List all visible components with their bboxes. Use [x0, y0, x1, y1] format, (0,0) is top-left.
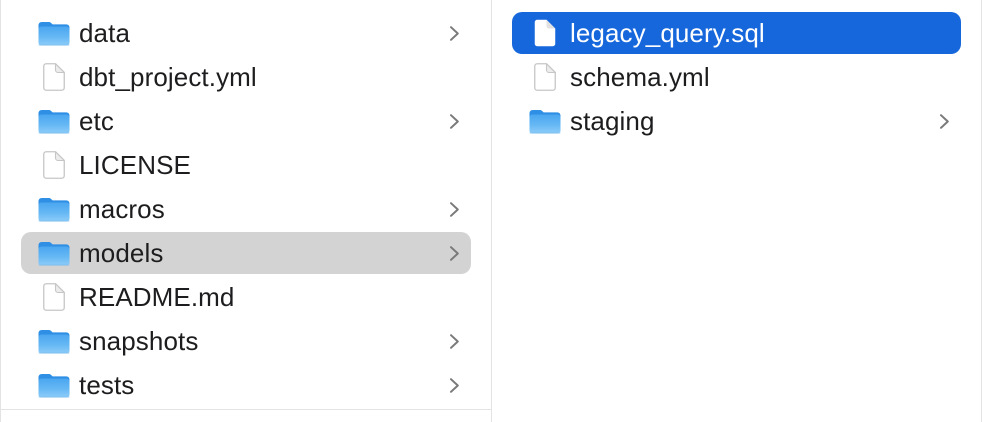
- finder-column-left: data dbt_project.yml: [1, 0, 491, 422]
- folder-icon: [37, 328, 71, 355]
- item-label: models: [79, 238, 164, 268]
- folder-row-macros[interactable]: macros: [1, 187, 491, 231]
- item-label: dbt_project.yml: [79, 62, 257, 92]
- folder-row-staging[interactable]: staging: [492, 99, 981, 143]
- chevron-right-icon: [449, 113, 460, 130]
- document-icon: [43, 283, 65, 311]
- chevron-right-icon: [449, 377, 460, 394]
- folder-icon: [37, 372, 71, 399]
- folder-row-models[interactable]: models: [1, 231, 491, 275]
- file-row-legacy_query.sql[interactable]: legacy_query.sql: [492, 11, 981, 55]
- chevron-right-icon: [449, 201, 460, 218]
- file-row-dbt_project.yml[interactable]: dbt_project.yml: [1, 55, 491, 99]
- item-label: snapshots: [79, 326, 199, 356]
- item-label: data: [79, 18, 131, 48]
- item-label: staging: [570, 106, 655, 136]
- chevron-right-icon: [449, 245, 460, 262]
- chevron-right-icon: [449, 25, 460, 42]
- document-icon: [43, 151, 65, 179]
- document-icon: [534, 19, 556, 47]
- folder-row-etc[interactable]: etc: [1, 99, 491, 143]
- left-column-bottom-divider: [0, 409, 492, 410]
- selection-highlight: [21, 232, 471, 274]
- item-label: etc: [79, 106, 114, 136]
- file-row-LICENSE[interactable]: LICENSE: [1, 143, 491, 187]
- item-label: README.md: [79, 282, 235, 312]
- left-border-divider: [0, 0, 1, 422]
- item-label: tests: [79, 370, 135, 400]
- document-icon: [534, 63, 556, 91]
- folder-icon: [37, 20, 71, 47]
- finder-column-right: legacy_query.sql schema.yml st: [492, 0, 981, 422]
- folder-icon: [37, 240, 71, 267]
- folder-row-snapshots[interactable]: snapshots: [1, 319, 491, 363]
- item-label: legacy_query.sql: [570, 18, 765, 48]
- chevron-right-icon: [939, 113, 950, 130]
- folder-row-data[interactable]: data: [1, 11, 491, 55]
- item-label: LICENSE: [79, 150, 191, 180]
- chevron-right-icon: [449, 333, 460, 350]
- file-row-README.md[interactable]: README.md: [1, 275, 491, 319]
- folder-row-tests[interactable]: tests: [1, 363, 491, 407]
- selection-highlight: [512, 12, 961, 54]
- file-row-schema.yml[interactable]: schema.yml: [492, 55, 981, 99]
- item-label: schema.yml: [570, 62, 710, 92]
- folder-icon: [37, 196, 71, 223]
- folder-icon: [528, 108, 562, 135]
- column-divider[interactable]: [491, 0, 492, 422]
- folder-icon: [37, 108, 71, 135]
- item-label: macros: [79, 194, 165, 224]
- document-icon: [43, 63, 65, 91]
- right-border-divider[interactable]: [981, 0, 982, 422]
